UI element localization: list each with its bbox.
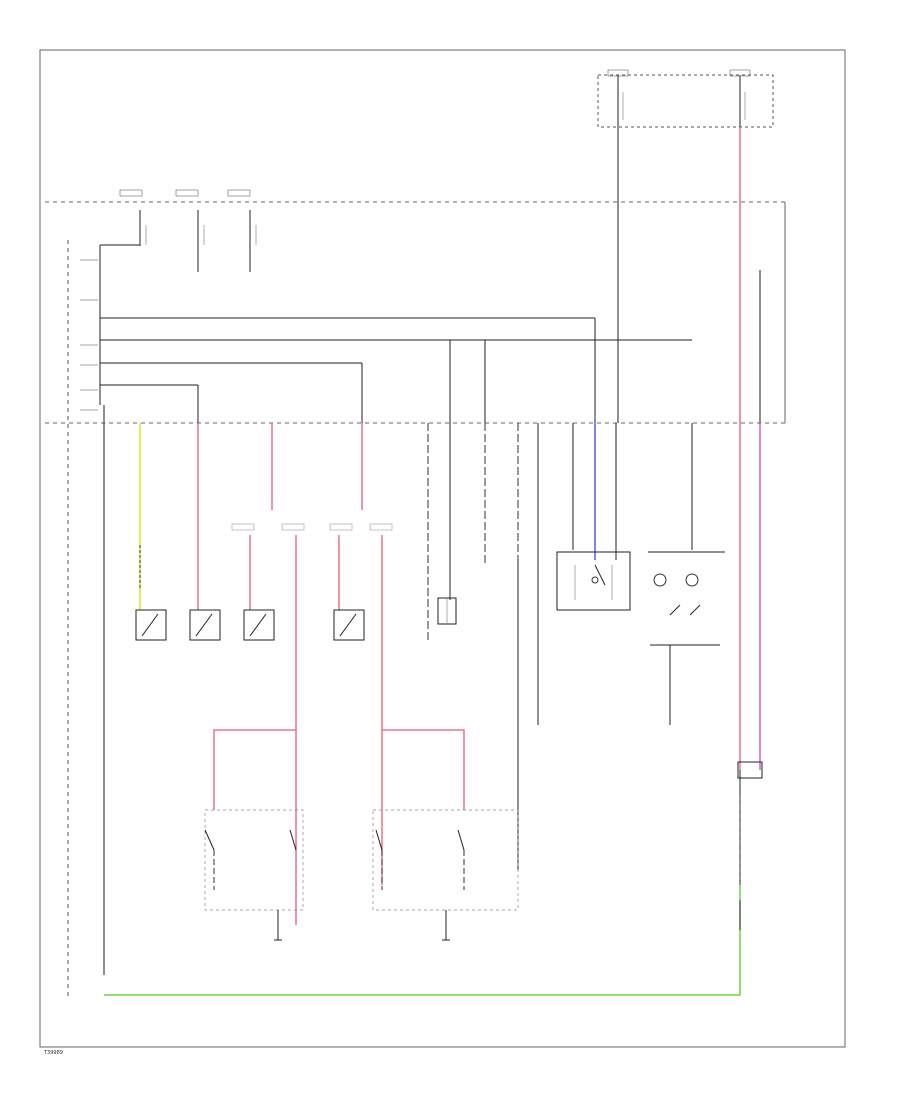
pink-branches [213,729,465,810]
instrument-panel-frame [45,189,786,424]
bus-verticals [197,127,761,423]
small-device [437,597,457,625]
lower-switches [204,809,519,941]
fuse-box-top-right [597,69,774,128]
left-bus [67,240,692,1000]
lamp-box [648,551,725,725]
fuse-labels [231,523,393,531]
relay-box [556,551,631,611]
footer-code: T39989 [43,1050,63,1056]
lower-wires [104,127,761,996]
right-connector [737,761,763,930]
diagram-border [39,49,846,1048]
switch-row [135,609,365,641]
